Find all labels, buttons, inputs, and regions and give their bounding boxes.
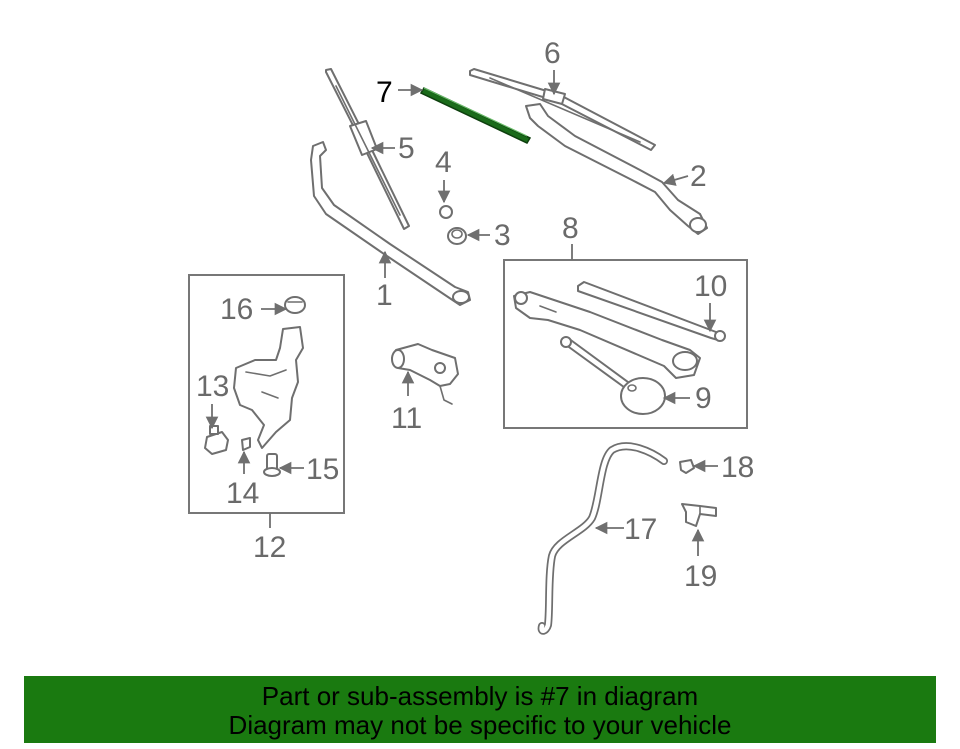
callout-8: 8	[562, 212, 579, 245]
part-15-level-sensor[interactable]	[263, 453, 281, 477]
group-box-8	[503, 259, 748, 429]
part-9-pivot[interactable]	[560, 336, 666, 415]
callout-7: 7	[376, 76, 393, 109]
callout-17: 17	[624, 513, 657, 546]
callout-11: 11	[391, 402, 422, 435]
callout-18: 18	[721, 451, 754, 484]
banner-line-disclaimer: Diagram may not be specific to your vehi…	[228, 710, 732, 740]
part-10-linkage-rod[interactable]	[577, 281, 726, 342]
part-6-wiper-blade-right[interactable]	[469, 68, 656, 151]
linkage-assembly[interactable]	[513, 291, 701, 379]
part-1-wiper-arm-left[interactable]	[310, 141, 471, 306]
callout-5: 5	[398, 132, 415, 165]
callout-4: 4	[435, 146, 452, 179]
part-3-nut[interactable]	[447, 227, 467, 245]
callout-16: 16	[220, 293, 253, 326]
washer-reservoir-tank[interactable]	[233, 326, 304, 449]
banner-line-part-number: Part or sub-assembly is #7 in diagram	[261, 681, 699, 711]
part-13-washer-pump[interactable]	[204, 425, 229, 455]
callout-1: 1	[376, 279, 393, 312]
callout-2: 2	[690, 160, 707, 193]
part-19-washer-nozzle[interactable]	[681, 503, 717, 527]
callout-6: 6	[544, 37, 561, 70]
callout-13: 13	[196, 370, 229, 403]
part-16-reservoir-cap[interactable]	[284, 296, 306, 314]
callout-9: 9	[695, 382, 712, 415]
callout-10: 10	[694, 270, 727, 303]
part-2-wiper-arm-right[interactable]	[525, 103, 708, 235]
part-4-ring[interactable]	[439, 205, 453, 219]
callout-15: 15	[306, 453, 339, 486]
callout-14: 14	[226, 477, 259, 510]
part-18-clip[interactable]	[679, 459, 695, 474]
leader-lines	[205, 70, 718, 556]
part-14-grommet[interactable]	[241, 437, 251, 451]
part-17-washer-hose[interactable]	[537, 442, 668, 635]
callout-3: 3	[494, 219, 511, 252]
callout-12: 12	[253, 531, 286, 564]
callout-19: 19	[684, 560, 717, 593]
group-box-12	[188, 274, 345, 514]
part-11-wiper-motor[interactable]	[391, 343, 459, 405]
info-banner: Part or sub-assembly is #7 in diagram Di…	[24, 676, 936, 743]
part-5-wiper-blade-left[interactable]	[325, 68, 410, 230]
part-7-blade-refill[interactable]	[419, 87, 532, 144]
